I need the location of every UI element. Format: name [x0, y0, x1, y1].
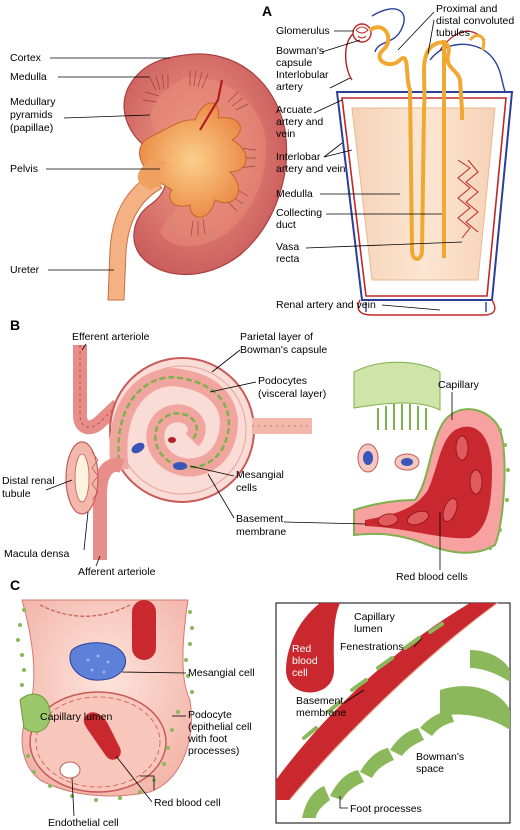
label-basement-membrane: Basement membrane — [236, 513, 286, 538]
panel-c-letter: C — [10, 577, 20, 593]
label-efferent-arteriole: Efferent arteriole — [72, 331, 150, 343]
label-podocytes: Podocytes (visceral layer) — [258, 375, 326, 400]
kidney-cross-section — [107, 53, 288, 301]
panel-a-labels: Cortex Medulla Medullary pyramids (papil… — [10, 3, 517, 311]
label-distal-renal-tubule: Distal renal tubule — [2, 475, 57, 500]
label-endothelial-cell: Endothelial cell — [48, 817, 119, 829]
label-medullary-pyramids: Medullary pyramids (papillae) — [10, 96, 58, 134]
label-collecting-duct: Collecting duct — [276, 207, 325, 231]
label-parietal-layer: Parietal layer of Bowman's capsule — [240, 331, 327, 356]
glomerular-capillary-cross-section — [16, 599, 194, 802]
renal-corpuscle — [65, 345, 312, 560]
panel-c-labels: Mesangial cell Capillary lumen Podocyte … — [40, 611, 467, 829]
label-red-blood-cell-right: Red blood cell — [292, 643, 321, 679]
label-red-blood-cell: Red blood cell — [154, 797, 221, 809]
label-fenestrations: Fenestrations — [340, 641, 404, 653]
label-vasa-recta: Vasa recta — [276, 241, 302, 265]
panel-b-letter: B — [10, 317, 20, 333]
label-arcuate: Arcuate artery and vein — [276, 104, 326, 140]
label-cortex: Cortex — [10, 52, 42, 64]
label-foot-processes: Foot processes — [350, 803, 422, 815]
label-mesangial-cells: Mesangial cells — [236, 469, 287, 494]
label-glomerulus: Glomerulus — [276, 25, 330, 37]
label-mesangial-cell: Mesangial cell — [188, 667, 255, 679]
label-interlobar: Interlobar artery and vein — [276, 151, 346, 175]
filtration-barrier-detail — [275, 602, 511, 824]
label-bowmans-space: Bowman's space — [416, 751, 467, 775]
label-convoluted-tubules: Proximal and distal convoluted tubules — [436, 3, 517, 39]
label-red-blood-cells: Red blood cells — [396, 571, 468, 583]
panel-a-letter: A — [262, 3, 272, 19]
label-renal-artery-vein: Renal artery and vein — [276, 299, 376, 311]
panel-b-labels: Efferent arteriole Parietal layer of Bow… — [2, 331, 480, 583]
label-podocyte: Podocyte (epithelial cell with foot proc… — [187, 709, 255, 757]
nephron-vessel-diagram — [335, 8, 514, 316]
capillary-detail — [353, 361, 510, 560]
label-medulla-right: Medulla — [276, 188, 313, 200]
label-capillary: Capillary — [438, 379, 480, 391]
label-bowmans-capsule: Bowman's capsule — [276, 45, 327, 69]
label-ureter: Ureter — [10, 264, 40, 276]
label-medulla: Medulla — [10, 71, 47, 83]
label-interlobular-artery: Interlobular artery — [276, 69, 331, 93]
label-capillary-lumen-right: Capillary lumen — [354, 611, 398, 635]
label-macula-densa: Macula densa — [4, 548, 70, 560]
label-capillary-lumen: Capillary lumen — [40, 711, 113, 723]
label-afferent-arteriole: Afferent arteriole — [78, 566, 156, 578]
label-pelvis: Pelvis — [10, 163, 38, 175]
label-basement-membrane-c: Basement membrane — [296, 695, 346, 719]
